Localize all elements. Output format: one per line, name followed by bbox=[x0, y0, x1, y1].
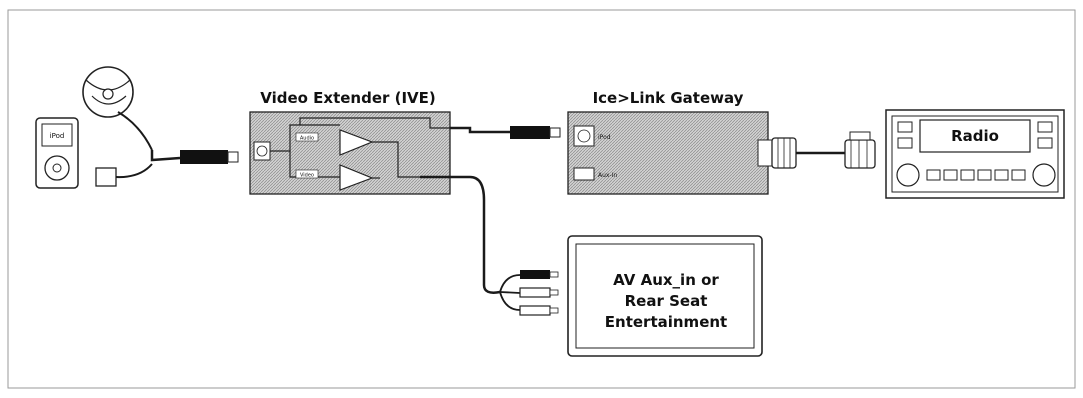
radio-label: Radio bbox=[951, 127, 999, 145]
ipod-device: iPod bbox=[35, 117, 79, 189]
av-display: AV Aux_in or Rear Seat Entertainment bbox=[567, 235, 763, 357]
ipod-to-ive-cable bbox=[150, 150, 239, 164]
camera-device bbox=[82, 66, 153, 151]
dock-connector bbox=[95, 163, 153, 187]
ive-to-av-cable bbox=[420, 175, 559, 316]
rca-plug-2 bbox=[519, 287, 551, 298]
rca-plug-1 bbox=[520, 270, 550, 279]
gateway-title: Ice>Link Gateway bbox=[593, 89, 744, 107]
outer-frame bbox=[7, 9, 1076, 389]
gateway-to-radio-cable bbox=[771, 131, 876, 169]
rca-plug-3 bbox=[519, 305, 551, 316]
ive-video-label: Video bbox=[300, 173, 314, 179]
ive-video-amp bbox=[339, 164, 374, 191]
av-line-3: Entertainment bbox=[605, 313, 727, 331]
gateway-box: iPod Aux-In bbox=[567, 111, 773, 195]
ive-to-gateway-cable bbox=[450, 126, 561, 139]
av-line-1: AV Aux_in or bbox=[613, 271, 719, 289]
ive-audio-amp bbox=[339, 129, 374, 156]
gateway-ipod-port-label: iPod bbox=[598, 134, 611, 141]
ipod-label: iPod bbox=[50, 132, 65, 140]
radio-unit: Radio bbox=[885, 109, 1065, 199]
ive-title: Video Extender (IVE) bbox=[260, 89, 436, 107]
av-line-2: Rear Seat bbox=[625, 292, 708, 310]
ive-audio-label: Audio bbox=[300, 136, 314, 142]
ive-box: Audio Video bbox=[249, 111, 451, 195]
gateway-aux-port-label: Aux-In bbox=[598, 172, 617, 179]
